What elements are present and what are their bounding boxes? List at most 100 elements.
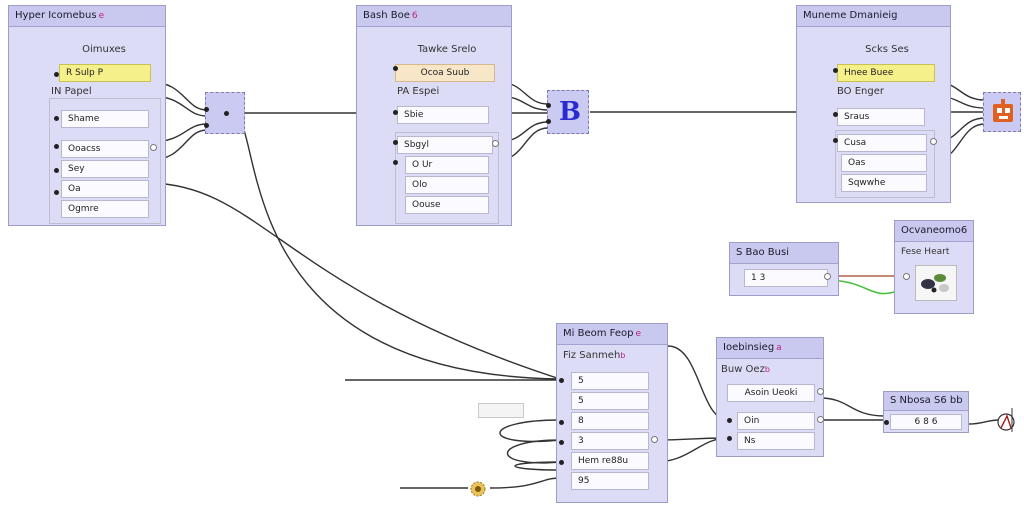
node-title[interactable]: S Nbosa S6 bb — [884, 392, 968, 411]
input-field-4[interactable]: Oa — [61, 180, 149, 198]
node-preview[interactable]: Ocvaneomo6 Fese Heart — [894, 220, 974, 314]
select-field[interactable]: Ocoa Suub — [395, 64, 495, 82]
detached-input-field[interactable] — [478, 403, 524, 418]
select-field[interactable]: R Sulp P — [59, 64, 151, 82]
input-port-4[interactable] — [54, 168, 59, 173]
node-subtitle-text: Fiz Sanmeh — [563, 350, 621, 361]
input-field-1[interactable]: Shame — [61, 110, 149, 128]
input-field-2[interactable]: Sbgyl — [397, 136, 493, 154]
letter-b-chip[interactable]: B — [546, 90, 589, 134]
value-field[interactable]: 1 3 — [744, 269, 828, 287]
chip-port-1[interactable] — [546, 103, 551, 108]
input-port-5[interactable] — [54, 190, 59, 195]
wire-input-d-3 — [514, 461, 561, 471]
input-field-3[interactable]: 8 — [571, 412, 649, 430]
output-terminal[interactable] — [996, 406, 1020, 436]
input-field-4[interactable]: Olo — [405, 176, 489, 194]
orange-robot-chip[interactable] — [983, 92, 1021, 132]
wire-input-d-2 — [507, 439, 561, 464]
output-port-2[interactable] — [817, 416, 824, 423]
section-label: IN Papel — [51, 86, 92, 97]
output-port[interactable] — [150, 144, 157, 151]
input-port-2[interactable] — [833, 112, 838, 117]
input-port[interactable] — [903, 273, 910, 280]
node-title[interactable]: S Bao Busi — [730, 243, 838, 264]
input-field-5[interactable]: Hem re88u — [571, 452, 649, 470]
letter-b-chip-icon: B — [559, 97, 581, 127]
node-title-text: Bash Boe — [363, 10, 410, 21]
input-field-3[interactable]: O Ur — [405, 156, 489, 174]
field-group — [835, 130, 935, 198]
wire-input-d-1 — [499, 419, 561, 443]
input-port-1[interactable] — [727, 418, 732, 423]
select-field[interactable]: Asoin Ueoki — [727, 384, 815, 402]
route-chip-a[interactable] — [204, 92, 245, 134]
input-port-1[interactable] — [833, 68, 838, 73]
input-port-2[interactable] — [727, 436, 732, 441]
input-field-6[interactable]: 95 — [571, 472, 649, 490]
input-field-5[interactable]: Oouse — [405, 196, 489, 214]
input-field-5[interactable]: Ogmre — [61, 200, 149, 218]
node-s-bao-busi[interactable]: S Bao Busi 1 3 — [729, 242, 839, 296]
input-field-4[interactable]: 3 — [571, 432, 649, 450]
node-subtitle-text: Buw Oez — [721, 364, 765, 375]
node-title-text: Muneme Dmanieig — [803, 10, 898, 21]
input-port-3[interactable] — [54, 144, 59, 149]
chip-port-2[interactable] — [546, 119, 551, 124]
input-field-2[interactable]: Cusa — [837, 134, 927, 152]
section-label: BO Enger — [837, 86, 885, 97]
image-preview[interactable] — [915, 265, 957, 301]
input-field-2[interactable]: Ooacss — [61, 140, 149, 158]
wire-gear-d — [489, 477, 561, 489]
input-field-1[interactable]: Sraus — [837, 108, 925, 126]
input-port-2[interactable] — [559, 420, 564, 425]
input-port-4[interactable] — [559, 460, 564, 465]
input-field-3[interactable]: Oas — [841, 154, 927, 172]
input-port[interactable] — [884, 420, 889, 425]
chip-port-3[interactable] — [224, 111, 229, 116]
input-port-1[interactable] — [559, 378, 564, 383]
input-field-1[interactable]: Oin — [737, 412, 815, 430]
node-muneme-dmanieig[interactable]: Muneme Dmanieig Scks Ses Hnee Buee BO En… — [796, 5, 951, 203]
chip-port-1[interactable] — [204, 107, 209, 112]
select-field[interactable]: Hnee Buee — [837, 64, 935, 82]
output-port[interactable] — [930, 138, 937, 145]
input-port-4[interactable] — [393, 160, 398, 165]
input-field-3[interactable]: Sey — [61, 160, 149, 178]
output-port[interactable] — [824, 273, 831, 280]
input-port-3[interactable] — [393, 140, 398, 145]
value-field[interactable]: 6 8 6 — [890, 414, 962, 430]
node-header: Scks Ses — [865, 44, 909, 55]
input-field-1[interactable]: 5 — [571, 372, 649, 390]
node-title[interactable]: Muneme Dmanieig — [797, 6, 950, 27]
node-title-mark: 6 — [411, 11, 418, 21]
input-port-1[interactable] — [393, 66, 398, 71]
input-port-2[interactable] — [393, 110, 398, 115]
input-port-3[interactable] — [559, 440, 564, 445]
output-port-1[interactable] — [817, 388, 824, 395]
node-subtitle: Fese Heart — [901, 247, 950, 257]
gear-node[interactable] — [467, 478, 489, 500]
input-field-4[interactable]: Sqwwhe — [841, 174, 927, 192]
output-port[interactable] — [492, 140, 499, 147]
node-subtitle-mark: b — [764, 365, 770, 374]
input-field-1[interactable]: Sbie — [397, 106, 489, 124]
input-port-3[interactable] — [833, 138, 838, 143]
section-label: PA Espei — [397, 86, 440, 97]
output-port[interactable] — [651, 436, 658, 443]
node-s-nbosa[interactable]: S Nbosa S6 bb 6 8 6 — [883, 391, 969, 433]
input-port-1[interactable] — [54, 72, 59, 77]
input-field-2[interactable]: 5 — [571, 392, 649, 410]
node-title[interactable]: Ocvaneomo6 — [895, 221, 973, 242]
input-port-2[interactable] — [54, 116, 59, 121]
chip-port-2[interactable] — [204, 123, 209, 128]
input-field-2[interactable]: Ns — [737, 432, 815, 450]
